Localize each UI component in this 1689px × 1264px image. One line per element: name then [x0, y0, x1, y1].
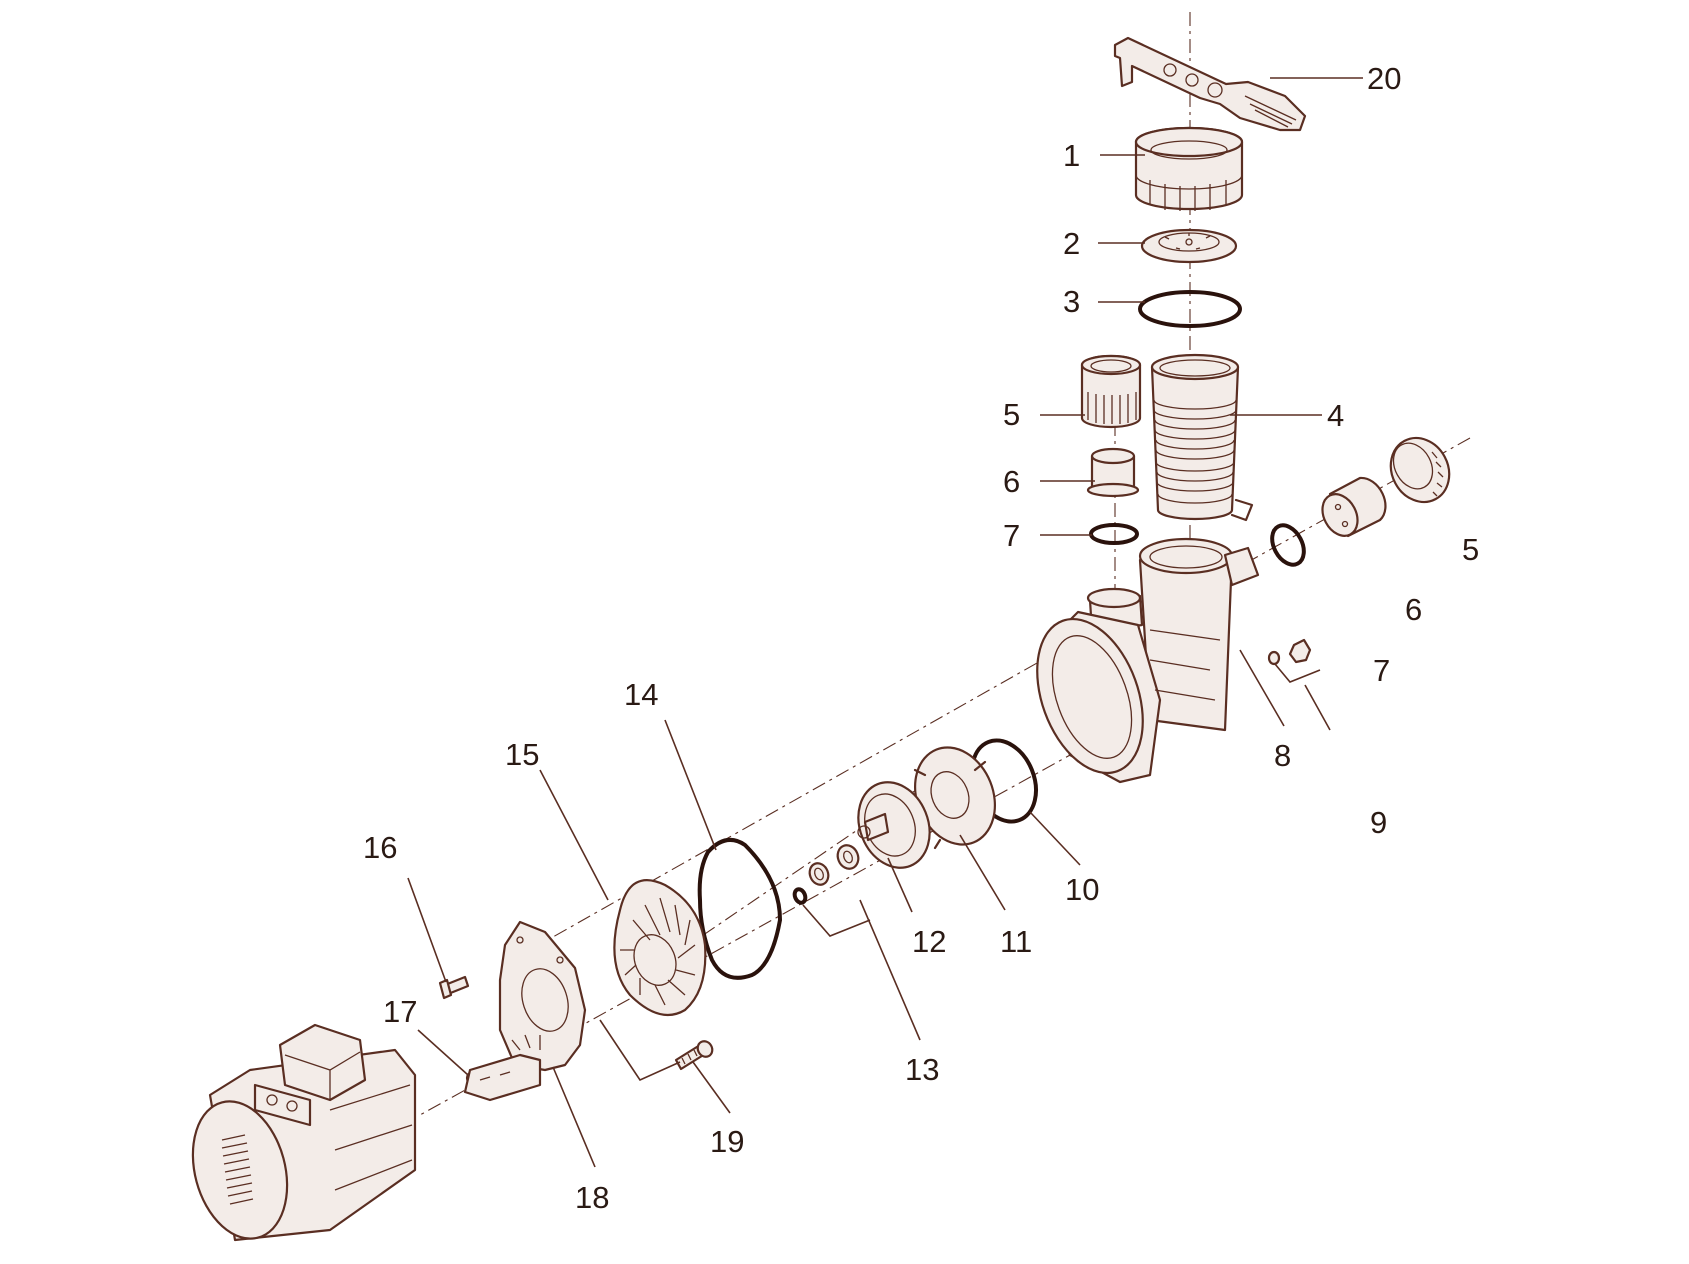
part-4-strainer-basket[interactable] — [1150, 353, 1254, 522]
part-20-wrench[interactable] — [1113, 36, 1307, 132]
callout-19: 19 — [710, 1124, 744, 1159]
callout-1: 1 — [1063, 138, 1080, 173]
callout-labels: 20 1 2 3 5 4 6 7 5 6 7 8 9 10 11 12 13 1… — [363, 61, 1479, 1215]
callout-17: 17 — [383, 994, 417, 1029]
part-6-tailpiece-right[interactable] — [1316, 476, 1387, 542]
part-2-lid[interactable] — [1140, 228, 1238, 264]
part-12-impeller[interactable] — [846, 771, 942, 878]
callout-18: 18 — [575, 1180, 609, 1215]
callout-12: 12 — [912, 924, 946, 959]
callout-7-right: 7 — [1373, 653, 1390, 688]
callout-3: 3 — [1063, 284, 1080, 319]
part-16-bolt[interactable] — [438, 975, 470, 1000]
callout-5-left: 5 — [1003, 397, 1020, 432]
part-9-drain-plug[interactable] — [1267, 638, 1312, 666]
callout-20: 20 — [1367, 61, 1401, 96]
callout-16: 16 — [363, 830, 397, 865]
part-1-lid-ring[interactable] — [1134, 126, 1244, 211]
callout-11: 11 — [1000, 924, 1032, 959]
part-3-lid-o-ring[interactable] — [1138, 290, 1242, 328]
callout-2: 2 — [1063, 226, 1080, 261]
callout-5-right: 5 — [1462, 532, 1479, 567]
callout-9: 9 — [1370, 805, 1387, 840]
part-8-pump-housing[interactable] — [1018, 537, 1260, 788]
callout-4: 4 — [1327, 398, 1344, 433]
part-14-gasket[interactable] — [697, 837, 783, 980]
pump-motor — [191, 1023, 417, 1242]
part-6-tailpiece-left[interactable] — [1086, 447, 1140, 498]
callout-6-left: 6 — [1003, 464, 1020, 499]
callout-13: 13 — [905, 1052, 939, 1087]
callout-7-left: 7 — [1003, 518, 1020, 553]
part-19-screw[interactable] — [674, 1039, 715, 1071]
part-7-o-ring-left[interactable] — [1089, 523, 1139, 545]
callout-14: 14 — [624, 677, 658, 712]
callout-10: 10 — [1065, 872, 1099, 907]
part-5-union-nut-left[interactable] — [1080, 354, 1142, 429]
callout-15: 15 — [505, 737, 539, 772]
callout-8: 8 — [1274, 738, 1291, 773]
part-7-o-ring-right[interactable] — [1266, 520, 1310, 570]
part-18-mounting-bracket[interactable] — [463, 920, 587, 1102]
part-13-seal-set[interactable] — [792, 842, 862, 905]
part-5-union-nut-right[interactable] — [1380, 428, 1460, 513]
leader-lines — [407, 77, 1363, 1168]
callout-6-right: 6 — [1405, 592, 1422, 627]
part-15-seal-plate[interactable] — [613, 879, 707, 1017]
